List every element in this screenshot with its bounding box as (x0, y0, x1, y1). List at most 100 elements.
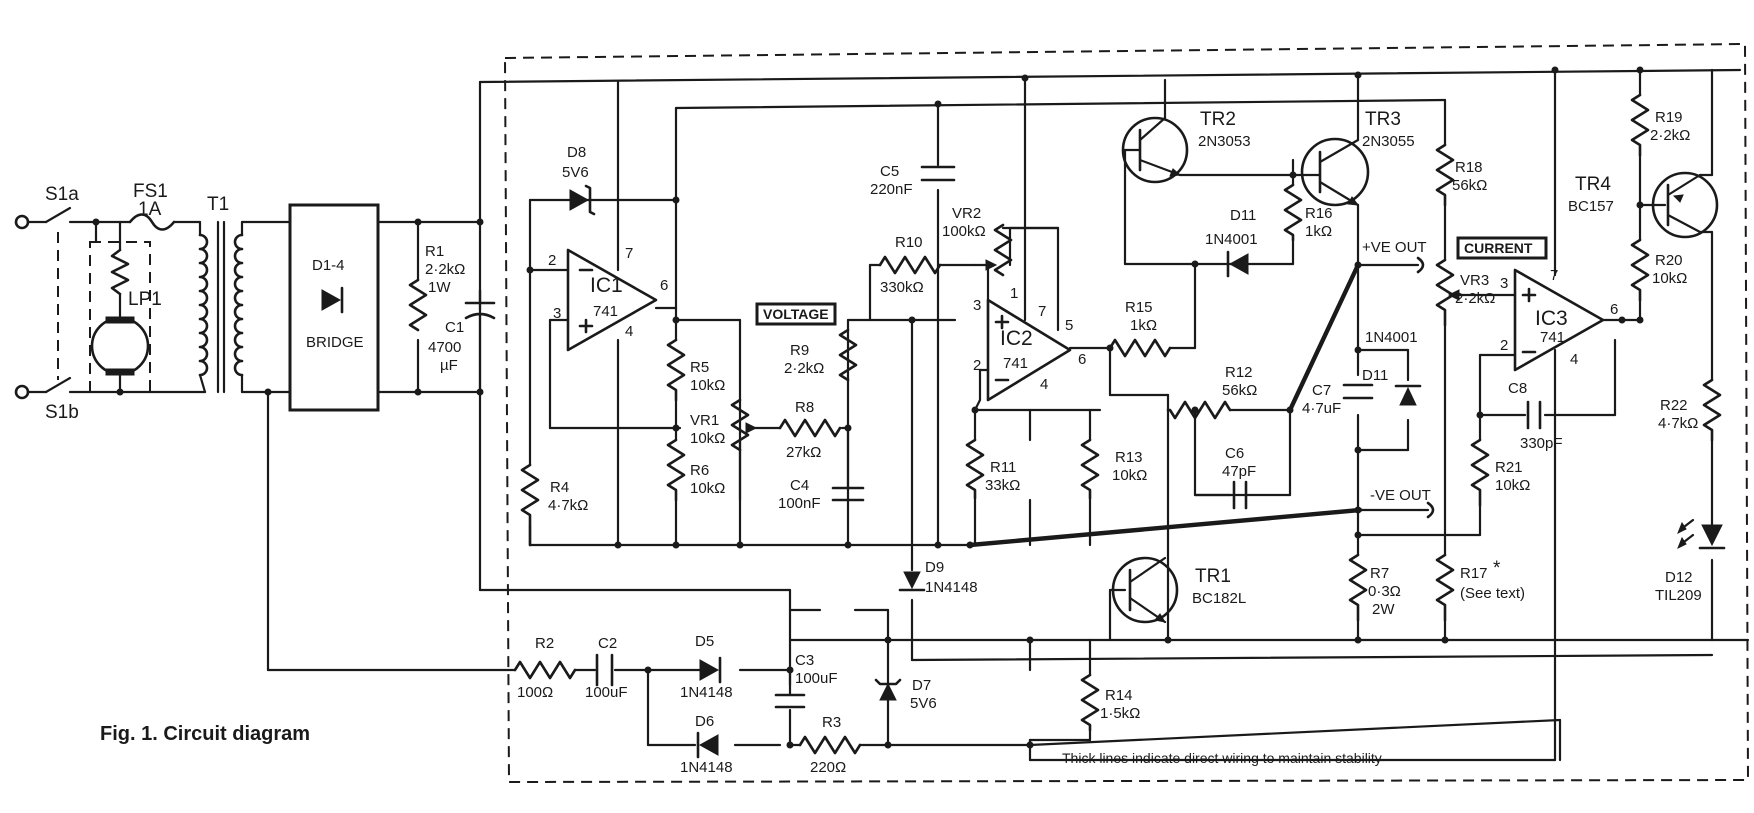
transistor-tr4 (1651, 171, 1719, 239)
r13-ref: R13 (1115, 449, 1143, 466)
ic1-pin-6: 6 (660, 277, 668, 294)
r19-value: 2·2kΩ (1650, 127, 1690, 144)
tr2-ref: TR2 (1200, 109, 1236, 130)
capacitor-c1 (464, 288, 496, 394)
r5-ref: R5 (690, 359, 709, 376)
current-tag: CURRENT (1464, 240, 1533, 256)
ic2-pin-6: 6 (1078, 351, 1086, 368)
c1-unit: µF (440, 357, 458, 374)
resistor-r13 (1080, 438, 1100, 500)
wiring (264, 66, 1750, 762)
r2-value: 100Ω (517, 684, 553, 701)
mains-input (14, 206, 207, 400)
fuse-value: 1A (138, 199, 162, 220)
ic3-pin-4: 4 (1570, 351, 1578, 368)
wiring-note: Thick lines indicate direct wiring to ma… (1062, 750, 1382, 766)
ic2-pin-1: 1 (1010, 285, 1018, 302)
diode-d6 (696, 731, 719, 759)
lamp-label: LP1 (128, 289, 162, 310)
tr3-value: 2N3055 (1362, 133, 1415, 150)
bridge-rectifier (288, 203, 380, 412)
resistor-r1 (408, 278, 428, 332)
r17-ref: R17 (1460, 565, 1488, 582)
c1-ref: C1 (445, 319, 464, 336)
fuse-ref: FS1 (133, 181, 168, 202)
diode-d9 (898, 571, 926, 592)
transformer-label: T1 (207, 194, 229, 215)
r1-ref: R1 (425, 243, 444, 260)
r8-value: 27kΩ (786, 444, 821, 461)
neg-out-label: -VE OUT (1370, 487, 1431, 504)
r22-value: 4·7kΩ (1658, 415, 1698, 432)
resistor-r20 (1630, 238, 1650, 302)
switch-s1a-label: S1a (45, 184, 79, 205)
vr2-value: 100kΩ (942, 223, 986, 240)
vr3-ref: VR3 (1460, 272, 1489, 289)
d6-value: 1N4148 (680, 759, 733, 776)
r3-value: 220Ω (810, 759, 846, 776)
c2-value: 100uF (585, 684, 628, 701)
led-d12 (1677, 518, 1726, 550)
switch-s1b-label: S1b (45, 402, 79, 423)
transistor-tr2 (1121, 116, 1189, 184)
resistor-r10 (878, 255, 942, 275)
ic3-ref: IC3 (1535, 307, 1568, 330)
bridge-ref: D1-4 (312, 257, 345, 274)
vr3-value: 2·2kΩ (1455, 290, 1495, 307)
pos-out-terminal (1408, 256, 1425, 274)
c3-ref: C3 (795, 652, 814, 669)
r9-value: 2·2kΩ (784, 360, 824, 377)
ic2-pin-7: 7 (1038, 303, 1046, 320)
capacitor-c2 (595, 653, 614, 687)
r20-ref: R20 (1655, 252, 1683, 269)
diode-d5 (699, 656, 722, 684)
c1-value: 4700 (428, 339, 461, 356)
voltage-tag: VOLTAGE (763, 306, 829, 322)
diode-d10 (1226, 250, 1249, 278)
ic3-pin-2: 2 (1500, 337, 1508, 354)
ic1-ref: IC1 (590, 274, 623, 297)
r15-ref: R15 (1125, 299, 1153, 316)
d5-ref: D5 (695, 633, 714, 650)
r3-ref: R3 (822, 714, 841, 731)
resistor-r6 (666, 438, 686, 502)
ic2-type: 741 (1003, 355, 1028, 372)
r15-value: 1kΩ (1130, 317, 1157, 334)
d10-ref: D11 (1230, 207, 1256, 224)
r1-extra: 1W (428, 279, 451, 296)
bridge-diode-icon (321, 289, 342, 311)
resistor-r4 (520, 463, 540, 547)
opamp-ic1 (566, 248, 658, 352)
d11-value: 1N4001 (1365, 329, 1418, 346)
resistor-r11 (965, 438, 985, 500)
r1-value: 2·2kΩ (425, 261, 465, 278)
d10-value: 1N4001 (1205, 231, 1258, 248)
resistor-r16 (1283, 183, 1303, 242)
ic1-pin-7: 7 (625, 245, 633, 262)
vr1-ref: VR1 (690, 412, 719, 429)
r6-value: 10kΩ (690, 480, 725, 497)
ic3-pin-6: 6 (1610, 301, 1618, 318)
c5-value: 220nF (870, 181, 913, 198)
zener-d7 (874, 678, 902, 701)
capacitor-c5 (920, 165, 956, 182)
c7-value: 4·7uF (1302, 400, 1341, 417)
capacitor-c3 (774, 668, 806, 709)
ic3-type: 741 (1540, 329, 1565, 346)
r4-ref: R4 (550, 479, 569, 496)
ic1-pin-4: 4 (625, 323, 633, 340)
ic3-pin-7: 7 (1550, 267, 1558, 284)
tr4-value: BC157 (1568, 198, 1614, 215)
vr2-ref: VR2 (952, 205, 981, 222)
ic3-pin-3: 3 (1500, 275, 1508, 292)
figure-caption: Fig. 1. Circuit diagram (100, 723, 310, 745)
resistor-r18 (1435, 143, 1455, 207)
current-tag-box (1456, 236, 1548, 260)
led-ref-label: D12 (1665, 569, 1693, 586)
r16-value: 1kΩ (1305, 223, 1332, 240)
c4-value: 100nF (778, 495, 821, 512)
vr1-value: 10kΩ (690, 430, 725, 447)
resistor-r22 (1702, 378, 1722, 442)
diode-d11 (1394, 384, 1422, 406)
pot-vr1 (730, 398, 758, 452)
